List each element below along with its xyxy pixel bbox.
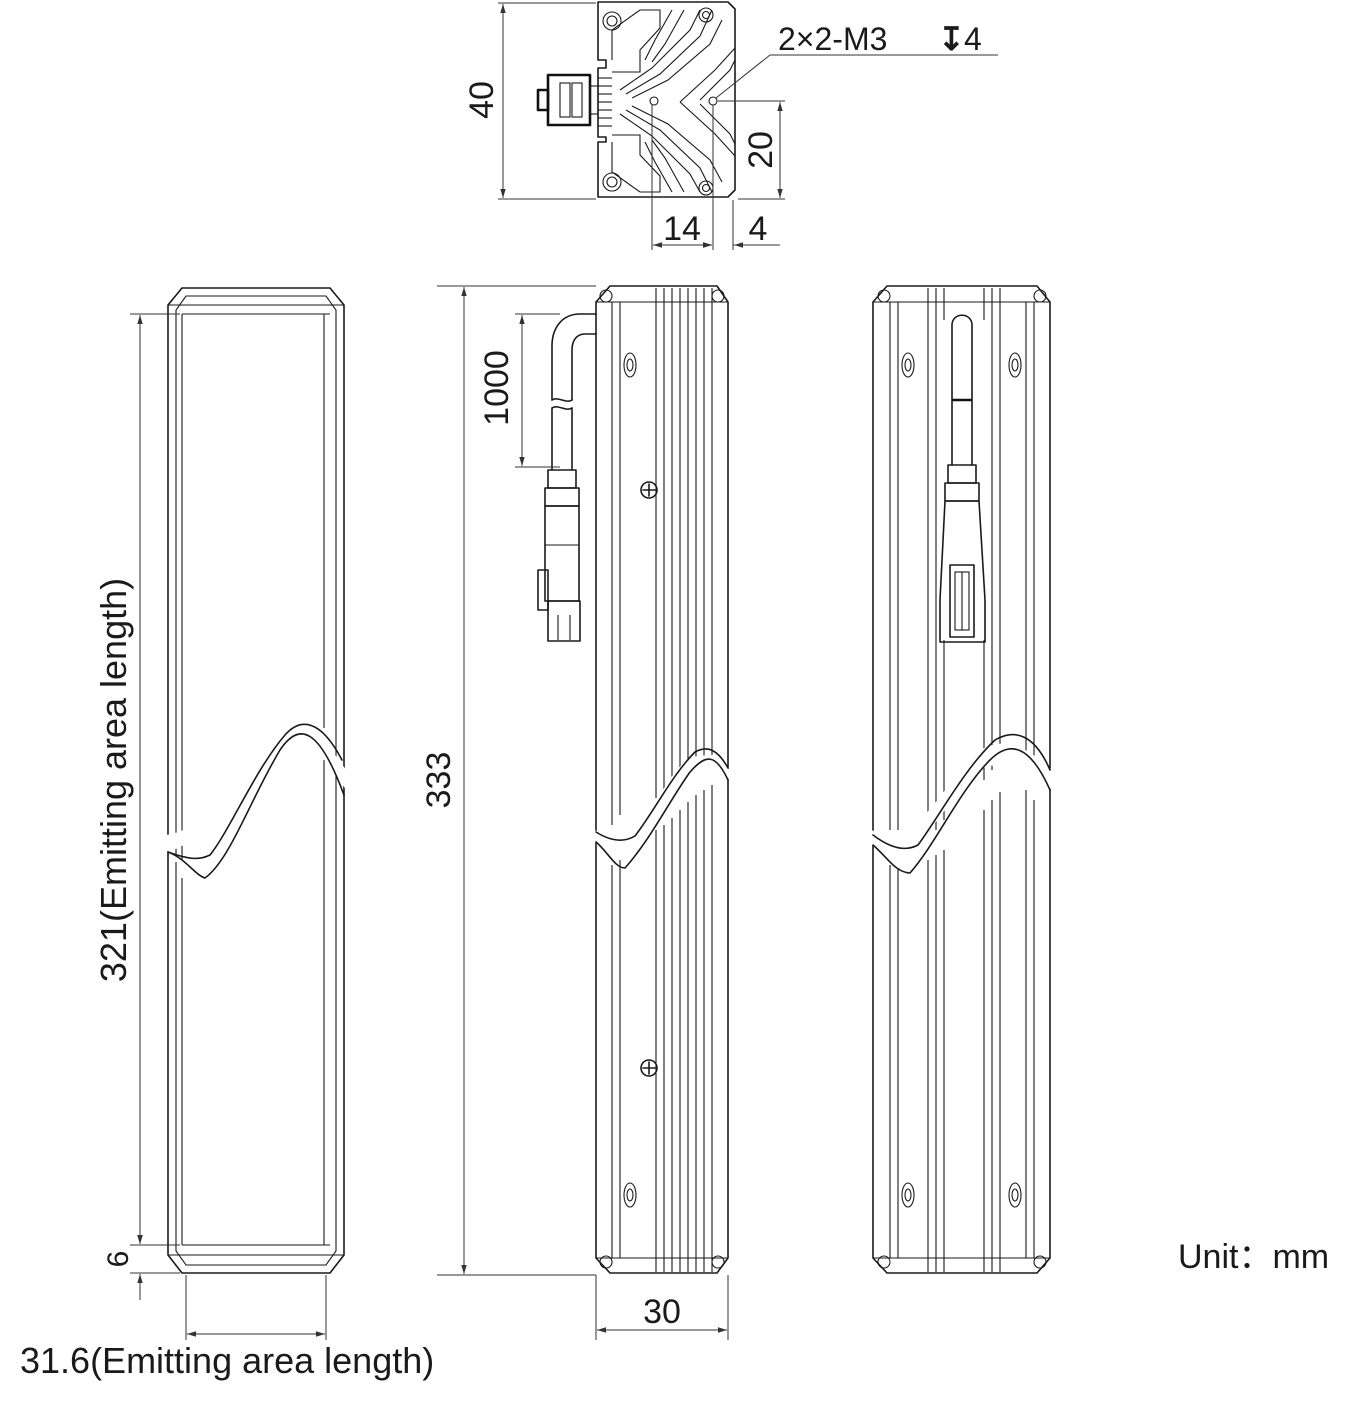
top-end-view — [498, 1, 998, 250]
front-view — [130, 287, 346, 1340]
dim-hole-spacing-20: 20 — [742, 131, 780, 169]
dim-cable-length: 1000 — [478, 350, 516, 426]
rear-connector-icon — [939, 314, 986, 643]
dim-height-40: 40 — [463, 81, 501, 119]
side-view — [437, 285, 730, 1340]
back-view — [871, 285, 1052, 1274]
screw-icon — [640, 481, 658, 1077]
dim-offset-14: 14 — [663, 210, 701, 248]
dim-offset-4: 4 — [749, 210, 768, 248]
connector-icon — [536, 73, 599, 127]
depth-value: 4 — [964, 21, 982, 57]
dim-end-cap-6: 6 — [102, 1251, 135, 1268]
dim-emitting-length: 321(Emitting area length) — [93, 578, 134, 982]
dim-total-length: 333 — [420, 752, 458, 809]
dim-emitting-width: 31.6(Emitting area length) — [20, 1340, 434, 1381]
depth-symbol-icon: ↧ — [938, 21, 965, 57]
cable-icon — [537, 313, 597, 642]
dim-width-30: 30 — [643, 1293, 681, 1331]
thread-note: 2×2-M3 — [778, 21, 887, 57]
unit-note: Unit：mm — [1178, 1238, 1329, 1276]
